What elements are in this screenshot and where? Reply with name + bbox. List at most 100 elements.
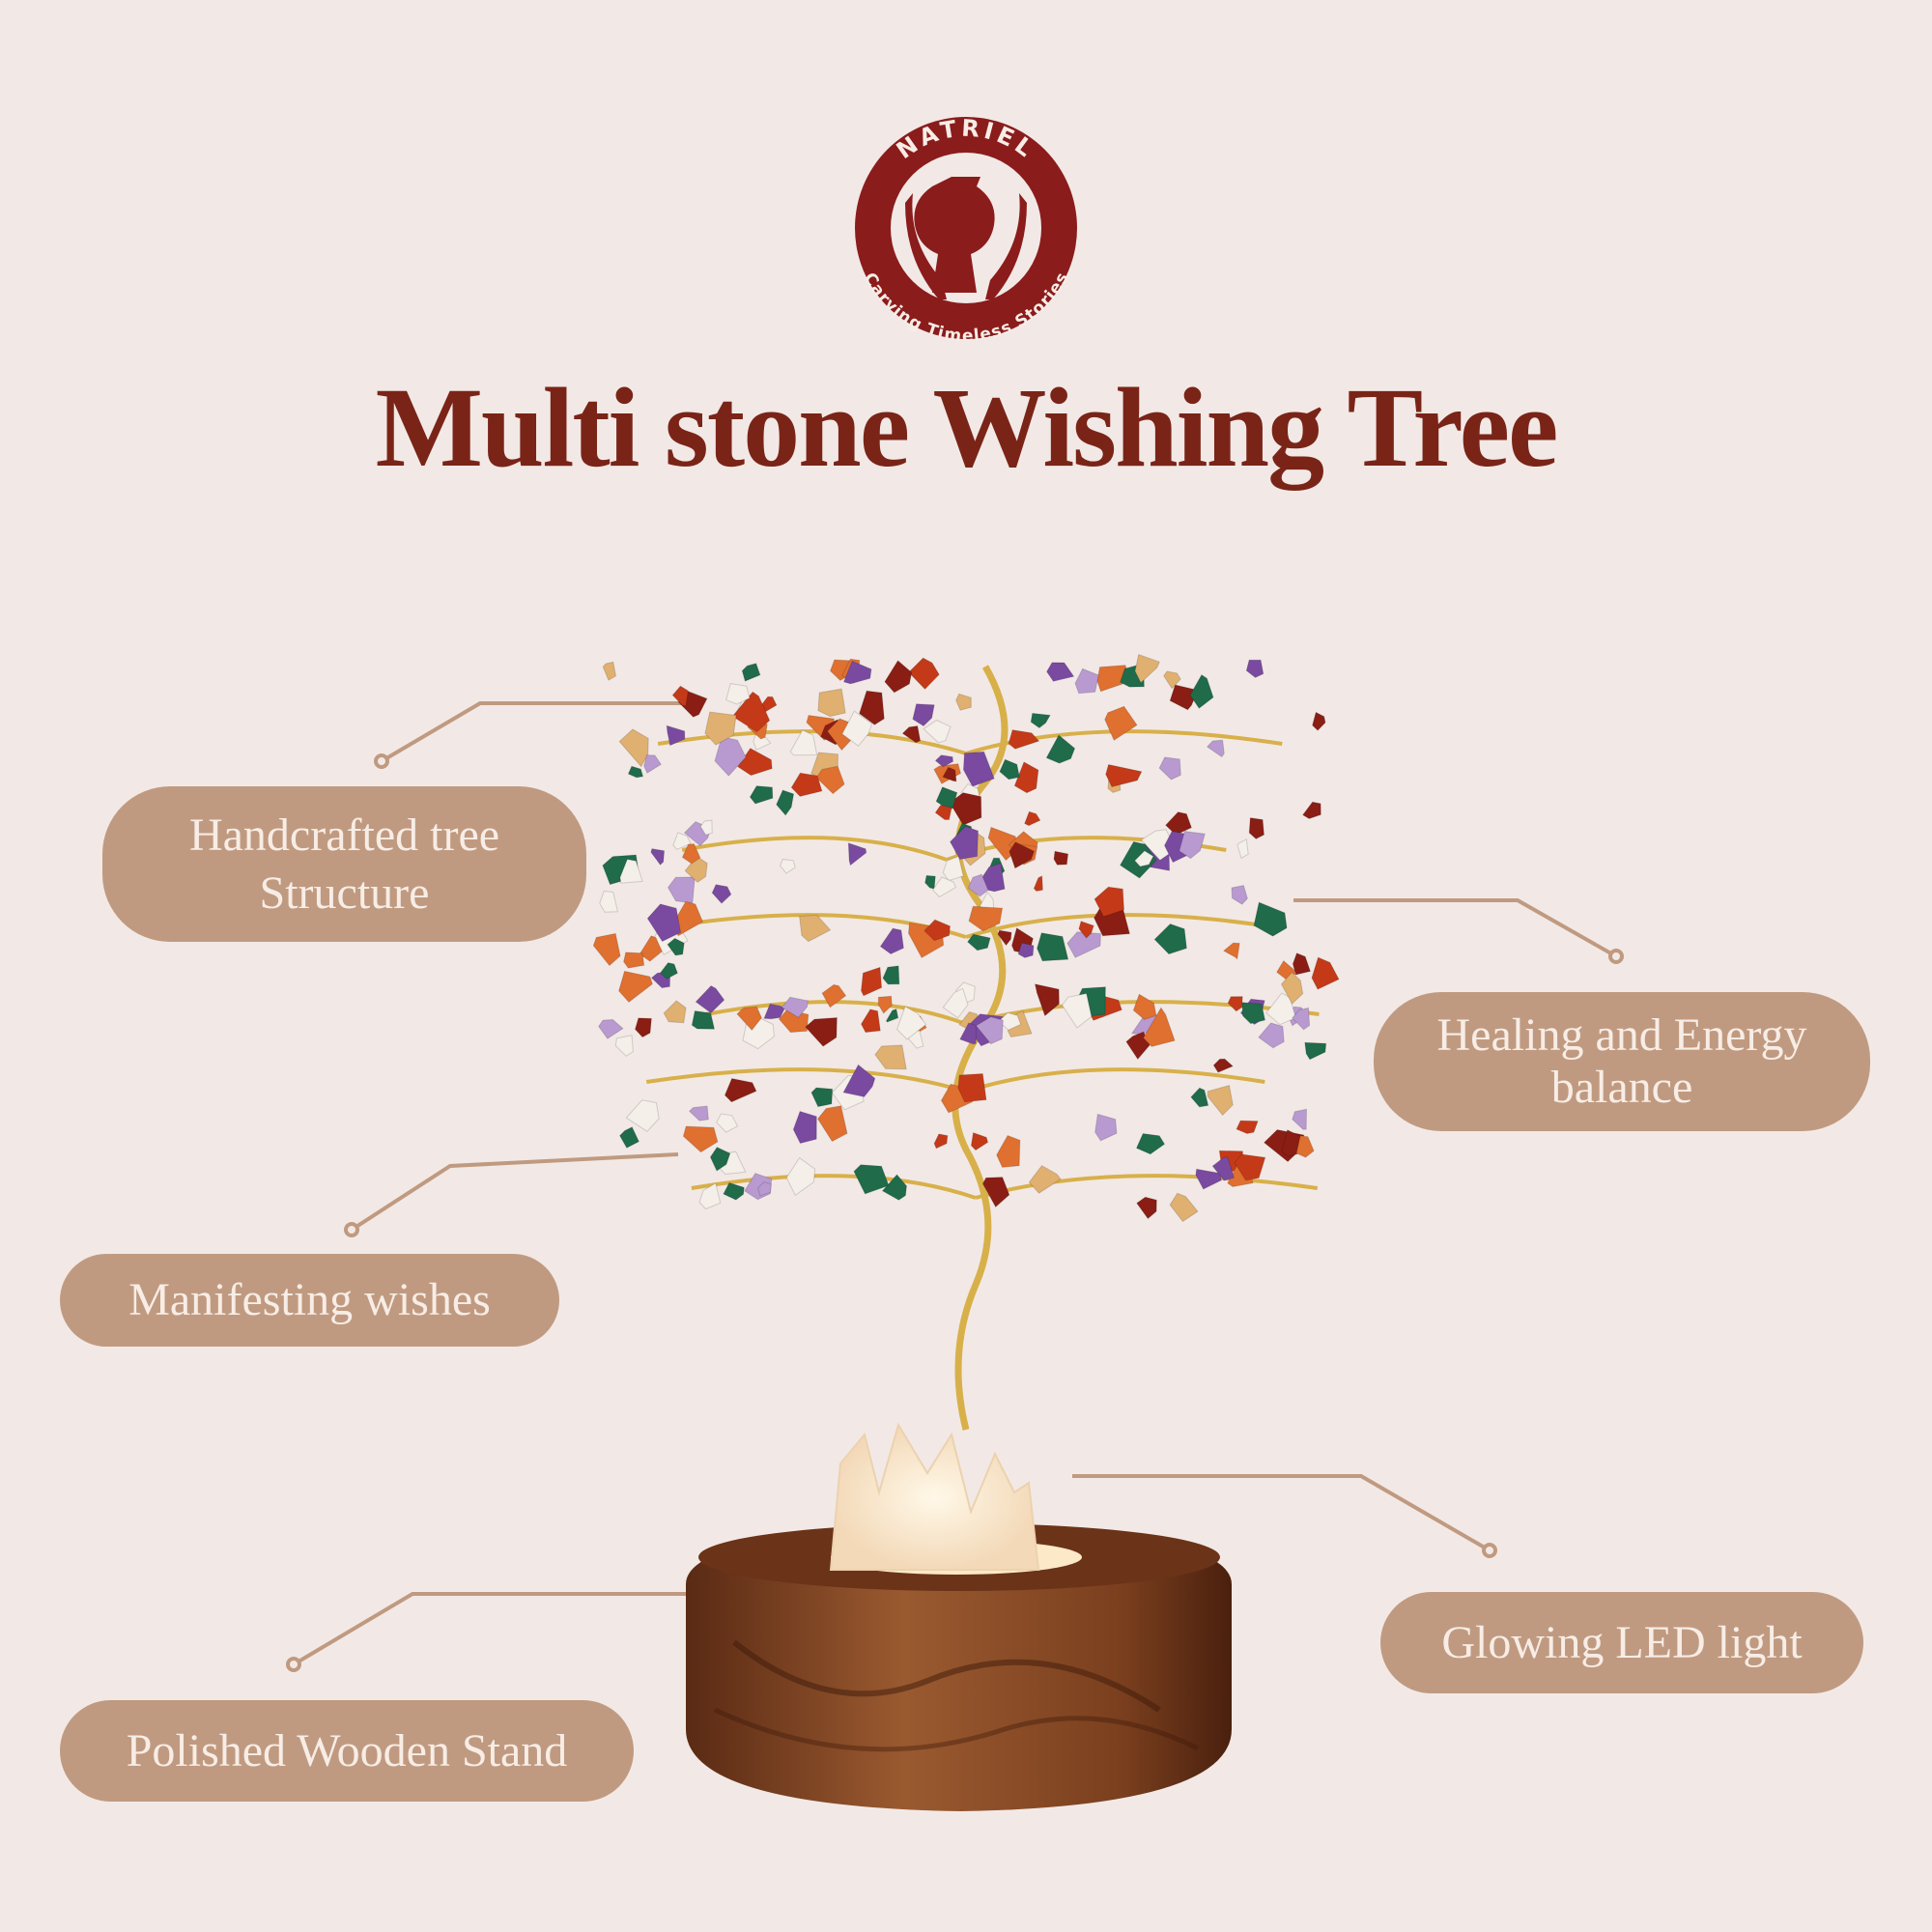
gemstone-chip	[1234, 1153, 1266, 1181]
gemstone-chip	[821, 983, 847, 1009]
gemstone-chip	[682, 1125, 719, 1153]
gemstone-chip	[759, 696, 778, 713]
gemstone-chip	[901, 724, 922, 744]
gemstone-chip	[859, 690, 885, 725]
gemstone-chip	[933, 1133, 949, 1150]
page-title: Multi stone Wishing Tree	[375, 364, 1559, 491]
gemstone-chip	[882, 965, 900, 985]
gemstone-chip	[1078, 921, 1094, 939]
gemstone-chip	[618, 970, 653, 1004]
gemstone-chip	[999, 758, 1020, 781]
wishing-tree	[592, 653, 1340, 1431]
gemstone-chip	[704, 711, 737, 746]
gemstone-chip	[1066, 931, 1101, 958]
feature-label: Glowing LED light	[1441, 1616, 1803, 1668]
gemstone-chip	[1253, 901, 1288, 937]
feature-wooden-stand: Polished Wooden Stand	[60, 1700, 634, 1802]
gemstone-chip	[885, 1008, 899, 1023]
gemstone-chip	[1046, 662, 1075, 682]
gemstone-chip	[599, 890, 619, 913]
gemstone-chip	[1136, 1196, 1157, 1220]
gemstone-chip	[1132, 993, 1157, 1020]
gemstone-chip	[997, 929, 1012, 947]
gemstone-chip	[1061, 992, 1093, 1029]
gemstone-chip	[792, 1110, 817, 1145]
gemstone-chip	[1009, 841, 1036, 869]
gemstone-chip	[1142, 1007, 1176, 1047]
gemstone-chip	[781, 996, 809, 1018]
gemstone-chip	[962, 751, 995, 787]
gemstone-chip	[753, 733, 772, 751]
gemstone-chip	[1163, 670, 1181, 690]
gemstone-chip	[671, 900, 704, 937]
gemstone-chip	[778, 1009, 810, 1034]
glowing-crystal-cluster	[829, 1422, 1082, 1575]
gemstone-chip	[884, 660, 913, 694]
gemstone-chip	[1033, 875, 1043, 893]
gemstone-chip	[967, 873, 989, 897]
gemstone-chip	[672, 832, 692, 850]
gemstone-chip	[667, 876, 696, 904]
gemstone-chip	[1190, 1087, 1209, 1108]
gemstone-chip	[949, 792, 982, 826]
gemstone-chip	[1037, 932, 1069, 962]
gemstone-chip	[699, 819, 713, 836]
gemstone-chip	[1241, 1002, 1266, 1025]
gemstone-chip	[663, 1000, 687, 1024]
gemstone-chip	[681, 843, 701, 865]
gemstone-chip	[1206, 739, 1225, 758]
gemstone-chip	[1280, 971, 1304, 1005]
gemstone-chip	[957, 1072, 987, 1103]
gemstone-chip	[954, 981, 976, 1004]
gemstone-chip	[853, 1164, 890, 1195]
gemstone-chip	[1158, 756, 1181, 781]
gemstone-chip	[934, 804, 952, 820]
gemstone-chip	[1292, 952, 1312, 976]
gemstone-chip	[877, 995, 893, 1014]
gemstone-chip	[1236, 838, 1249, 860]
gemstone-chip	[695, 984, 725, 1014]
gemstone-chip	[1017, 942, 1035, 958]
gemstone-chip	[1074, 668, 1099, 695]
tree-branch	[965, 1000, 1320, 1026]
gemstone-chip	[923, 719, 952, 744]
gemstone-chip	[592, 932, 621, 967]
gemstone-chip	[1140, 829, 1178, 862]
gemstone-chip	[614, 1034, 634, 1057]
gemstone-chip	[810, 1087, 834, 1108]
gemstone-chip	[789, 729, 818, 756]
gemstone-chip	[805, 1016, 838, 1047]
gemstone-chip	[725, 683, 751, 705]
gemstone-chip	[1222, 942, 1240, 960]
gemstone-chip	[776, 789, 795, 816]
gemstone-chip	[1094, 1113, 1118, 1142]
gemstone-chip	[912, 703, 935, 727]
gemstone-chip	[731, 691, 771, 733]
gemstone-chip	[1125, 1031, 1151, 1061]
gemstone-chip	[698, 1182, 722, 1210]
gemstone-chip	[1094, 886, 1125, 918]
gemstone-chip	[1030, 712, 1051, 729]
tree-branch	[691, 1174, 977, 1200]
tree-branch	[681, 836, 948, 862]
gemstone-chip	[942, 855, 964, 882]
gemstone-chip	[757, 1181, 772, 1197]
feature-healing-energy: Healing and Energy balance	[1374, 992, 1870, 1131]
gemstone-chip	[1104, 705, 1138, 742]
gemstone-chip	[671, 685, 689, 707]
gemstone-chip	[1295, 1135, 1315, 1158]
gemstone-chip	[1248, 817, 1265, 840]
gemstone-chip	[934, 754, 954, 768]
gemstone-chip	[684, 855, 708, 883]
gemstone-chip	[1292, 1108, 1308, 1130]
gemstone-chip	[1304, 1041, 1327, 1061]
gemstone-chip	[816, 1105, 848, 1143]
gemstone-chip	[874, 1044, 907, 1070]
gemstone-chip	[1034, 983, 1060, 1017]
gemstone-chip	[1292, 1007, 1311, 1031]
gemstone-chip	[1096, 665, 1132, 693]
gemstone-chip	[1008, 729, 1040, 750]
feature-label: Handcrafted tree	[188, 809, 500, 861]
gemstone-chip	[955, 693, 972, 711]
gemstone-chip	[942, 987, 969, 1019]
